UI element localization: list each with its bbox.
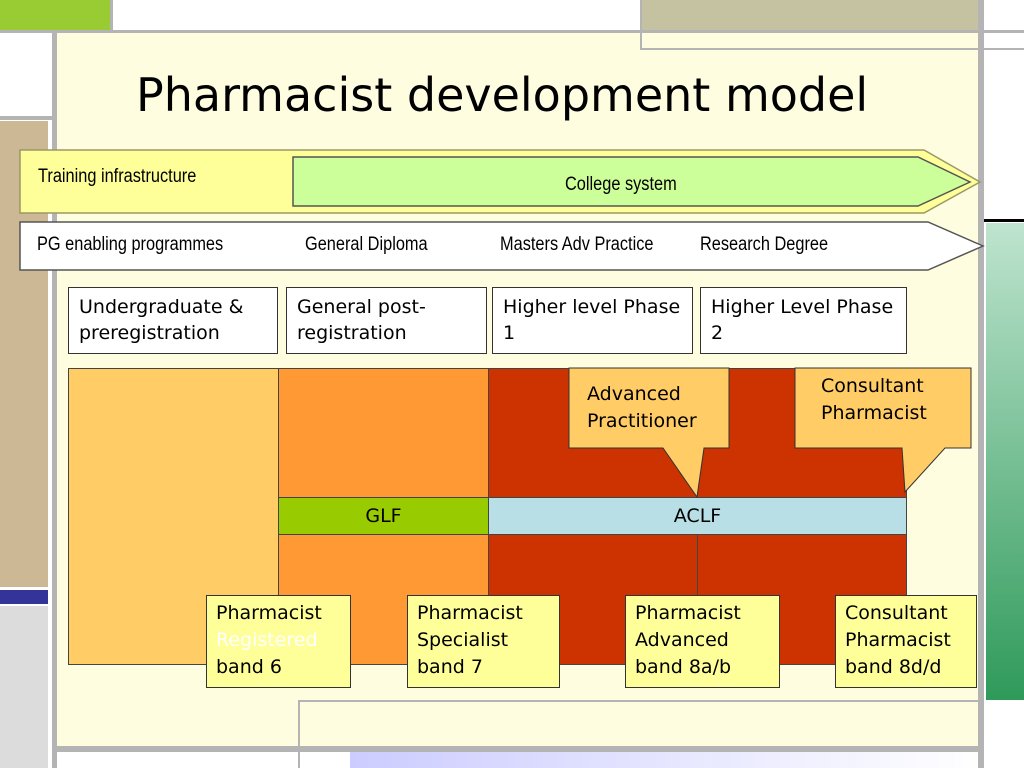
frame-line (978, 0, 984, 768)
band-line: Advanced (635, 629, 729, 651)
band-box-7: Pharmacist Specialist band 7 (407, 595, 560, 688)
frame-line (298, 700, 300, 768)
page-title: Pharmacist development model (136, 68, 869, 122)
band-line: Pharmacist (216, 602, 322, 624)
band-line: band 7 (417, 656, 483, 678)
band-box-8dd: Consultant Pharmacist band 8d/d (835, 595, 977, 688)
general-diploma-label: General Diploma (305, 234, 428, 255)
decor-grey-block (0, 606, 48, 768)
pg-programmes-arrow (19, 221, 985, 271)
glf-bar: GLF (278, 497, 489, 535)
stage-higher-level-phase-2: Higher Level Phase 2 (700, 287, 907, 354)
frame-line (298, 700, 984, 702)
college-system-label: College system (565, 174, 677, 195)
decor-right-green (986, 223, 1024, 700)
research-degree-label: Research Degree (700, 234, 829, 255)
masters-label: Masters Adv Practice (500, 234, 654, 255)
frame-line (0, 116, 52, 120)
training-infrastructure-label: Training infrastructure (38, 166, 197, 187)
aclf-bar: ACLF (488, 497, 907, 535)
college-system-arrow (292, 156, 972, 207)
consultant-pharmacist-callout: Consultant Pharmacist (821, 375, 927, 424)
stage-general-post-registration: General post-registration (286, 287, 487, 354)
band-line: Pharmacist (845, 629, 951, 651)
band-line: band 8a/b (635, 656, 732, 678)
decor-blue-stripe (0, 590, 48, 604)
pg-programmes-label: PG enabling programmes (37, 234, 224, 255)
stage-undergraduate: Undergraduate & preregistration (68, 287, 278, 354)
band-line: Pharmacist (417, 602, 523, 624)
frame-line (640, 0, 642, 50)
band-line: Registered (216, 629, 318, 651)
advanced-practitioner-callout: Advanced Practitioner (587, 383, 697, 432)
band-line: band 6 (216, 656, 282, 678)
band-box-6: Pharmacist Registered band 6 (206, 595, 351, 688)
band-line: Consultant (845, 602, 948, 624)
decor-top-tan (640, 0, 978, 32)
consultant-pharmacist-callout-shape (794, 367, 972, 494)
band-line: Specialist (417, 629, 509, 651)
band-line: Pharmacist (635, 602, 741, 624)
advanced-practitioner-callout-shape (568, 367, 730, 499)
decor-green-square (0, 0, 110, 32)
frame-line (52, 746, 984, 752)
frame-line (52, 33, 57, 768)
stage-higher-level-phase-1: Higher level Phase 1 (492, 287, 693, 354)
frame-line (640, 48, 1024, 50)
band-line: band 8d/d (845, 656, 942, 678)
frame-line (110, 0, 113, 33)
frame-line (984, 219, 1024, 222)
decor-bottom-strip (350, 752, 984, 768)
frame-line (0, 30, 1024, 33)
band-box-8ab: Pharmacist Advanced band 8a/b (625, 595, 780, 688)
